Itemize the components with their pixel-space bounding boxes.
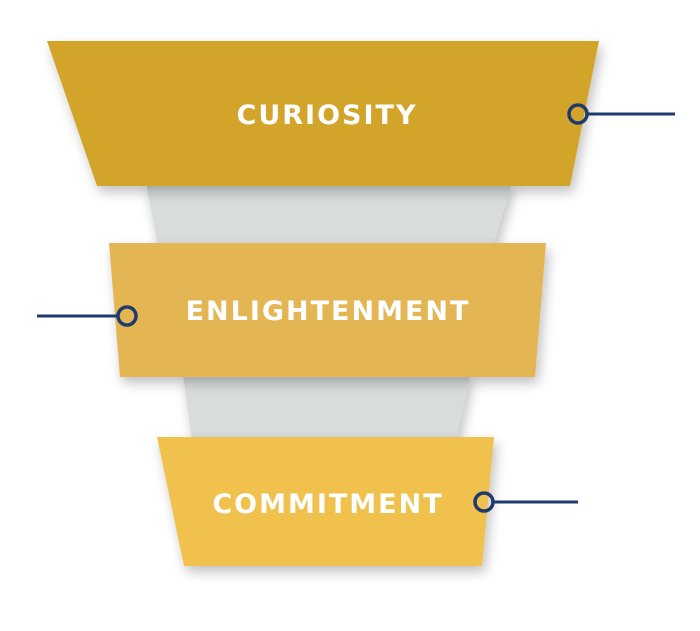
stage-label-commitment: COMMITMENT <box>212 489 443 520</box>
funnel-stage-enlightenment: ENLIGHTENMENT <box>109 243 546 377</box>
callout-commitment <box>473 491 578 513</box>
connector-band-lower <box>183 375 470 440</box>
callout-dot-curiosity <box>567 103 589 125</box>
callout-curiosity <box>567 103 675 125</box>
connector-band-upper <box>146 183 512 246</box>
funnel-stage-commitment: COMMITMENT <box>157 437 494 566</box>
callout-dot-commitment <box>473 491 495 513</box>
stage-shape-commitment <box>157 437 494 566</box>
stage-label-curiosity: CURIOSITY <box>237 100 418 131</box>
funnel-stage-curiosity: CURIOSITY <box>47 41 599 186</box>
stage-shape-enlightenment <box>109 243 546 377</box>
stage-shape-curiosity <box>47 41 599 186</box>
callout-enlightenment <box>37 305 138 327</box>
callout-dot-enlightenment <box>116 305 138 327</box>
stage-label-enlightenment: ENLIGHTENMENT <box>186 296 471 327</box>
